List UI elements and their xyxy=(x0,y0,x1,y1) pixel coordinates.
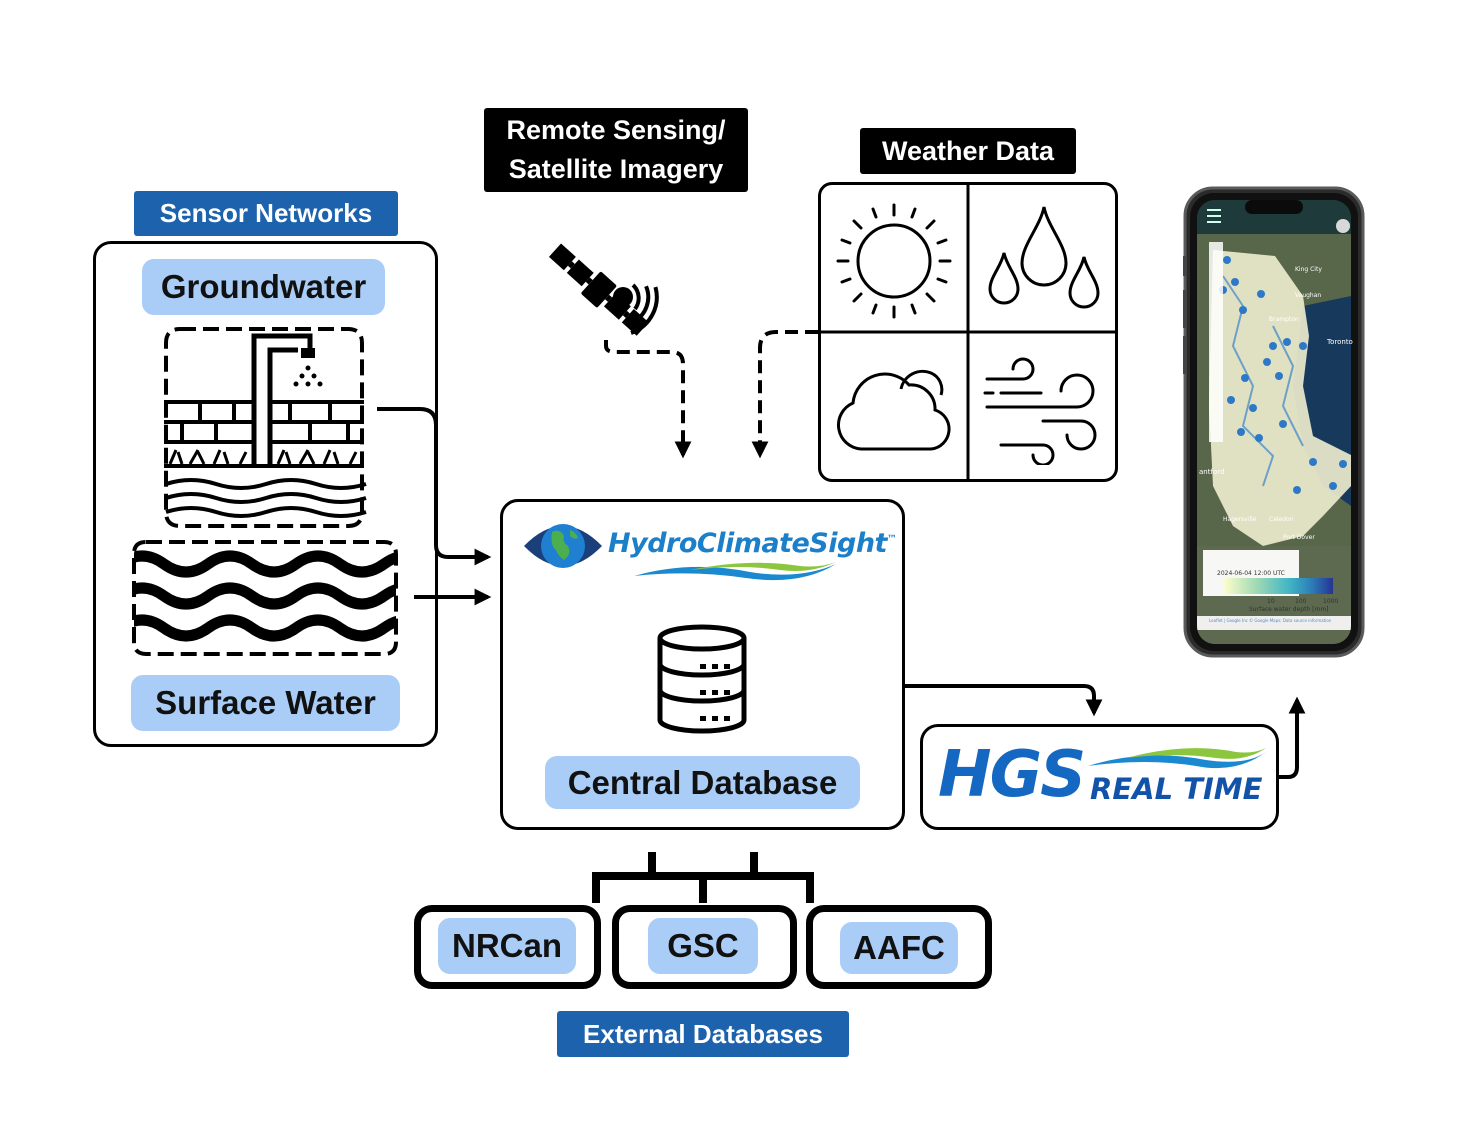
gsc-label: GSC xyxy=(648,918,758,974)
map-place-caledon: Caledon xyxy=(1269,516,1294,523)
hydroclimatesight-wordmark: HydroClimateSight™ xyxy=(608,528,897,559)
nrcan-label: NRCan xyxy=(438,918,576,974)
hgs-swoosh xyxy=(1088,748,1266,769)
groundwater-label: Groundwater xyxy=(142,259,385,315)
map-place-port-dover: Port Dover xyxy=(1283,534,1315,541)
database-icon xyxy=(657,624,747,734)
sensor-networks-label: Sensor Networks xyxy=(134,191,398,236)
map-place-brantford: antford xyxy=(1199,468,1225,476)
real-time-wordmark: REAL TIME xyxy=(1090,772,1263,806)
surface-water-label: Surface Water xyxy=(131,675,400,731)
cloud-icon xyxy=(836,369,951,451)
map-place-hagersville: Hagersville xyxy=(1223,516,1257,523)
map-scale-tick-1000: 1000 xyxy=(1323,598,1339,605)
arrow-hgs-to-phone xyxy=(1279,696,1306,779)
central-database-box xyxy=(500,499,905,830)
raindrops-icon xyxy=(988,206,1100,309)
phone-mockup: King City Vaughan Brampton Toronto antfo… xyxy=(1183,186,1365,658)
external-db-bracket xyxy=(592,852,814,903)
weather-icon-grid xyxy=(818,182,1118,482)
map-place-vaughan: Vaughan xyxy=(1295,292,1322,299)
map-attribution: Leaflet | Google Inc © Google Maps; Data… xyxy=(1209,618,1332,623)
map-place-brampton: Brampton xyxy=(1269,316,1299,323)
map-scale-label: Surface water depth [mm] xyxy=(1249,606,1329,613)
map-scale-tick-100: 100 xyxy=(1295,598,1307,605)
weather-data-label: Weather Data xyxy=(860,128,1076,174)
arrow-weather-to-db xyxy=(751,330,818,459)
gsc-box xyxy=(612,905,797,989)
hgs-real-time-box xyxy=(920,724,1279,830)
aafc-label: AAFC xyxy=(840,922,958,974)
central-database-label: Central Database xyxy=(545,756,860,809)
groundwater-well-icon xyxy=(164,327,367,528)
remote-sensing-label: Remote Sensing/ Satellite Imagery xyxy=(484,108,748,192)
sun-icon xyxy=(836,203,952,319)
hydroclimatesight-swoosh xyxy=(634,562,836,581)
hgs-wordmark: HGS xyxy=(938,738,1086,812)
arrow-db-to-hgs xyxy=(905,684,1103,717)
sensor-networks-box xyxy=(93,241,438,747)
nrcan-box xyxy=(414,905,601,989)
map-place-toronto: Toronto xyxy=(1327,338,1353,346)
satellite-icon xyxy=(548,243,659,336)
wind-icon xyxy=(983,357,1097,465)
map-scale-tick-10: 10 xyxy=(1267,598,1275,605)
hgs-real-time-logo: HGS REAL TIME xyxy=(934,736,1274,820)
map-place-king-city: King City xyxy=(1295,266,1322,273)
surface-water-icon xyxy=(132,540,398,656)
map-timestamp: 2024-06-04 12:00 UTC xyxy=(1217,570,1285,577)
hydroclimatesight-logo: HydroClimateSight™ xyxy=(522,516,897,586)
arrow-satellite-to-db xyxy=(604,340,692,459)
globe-eye-icon xyxy=(524,524,602,568)
external-databases-label: External Databases xyxy=(557,1011,849,1057)
aafc-box xyxy=(806,905,992,989)
